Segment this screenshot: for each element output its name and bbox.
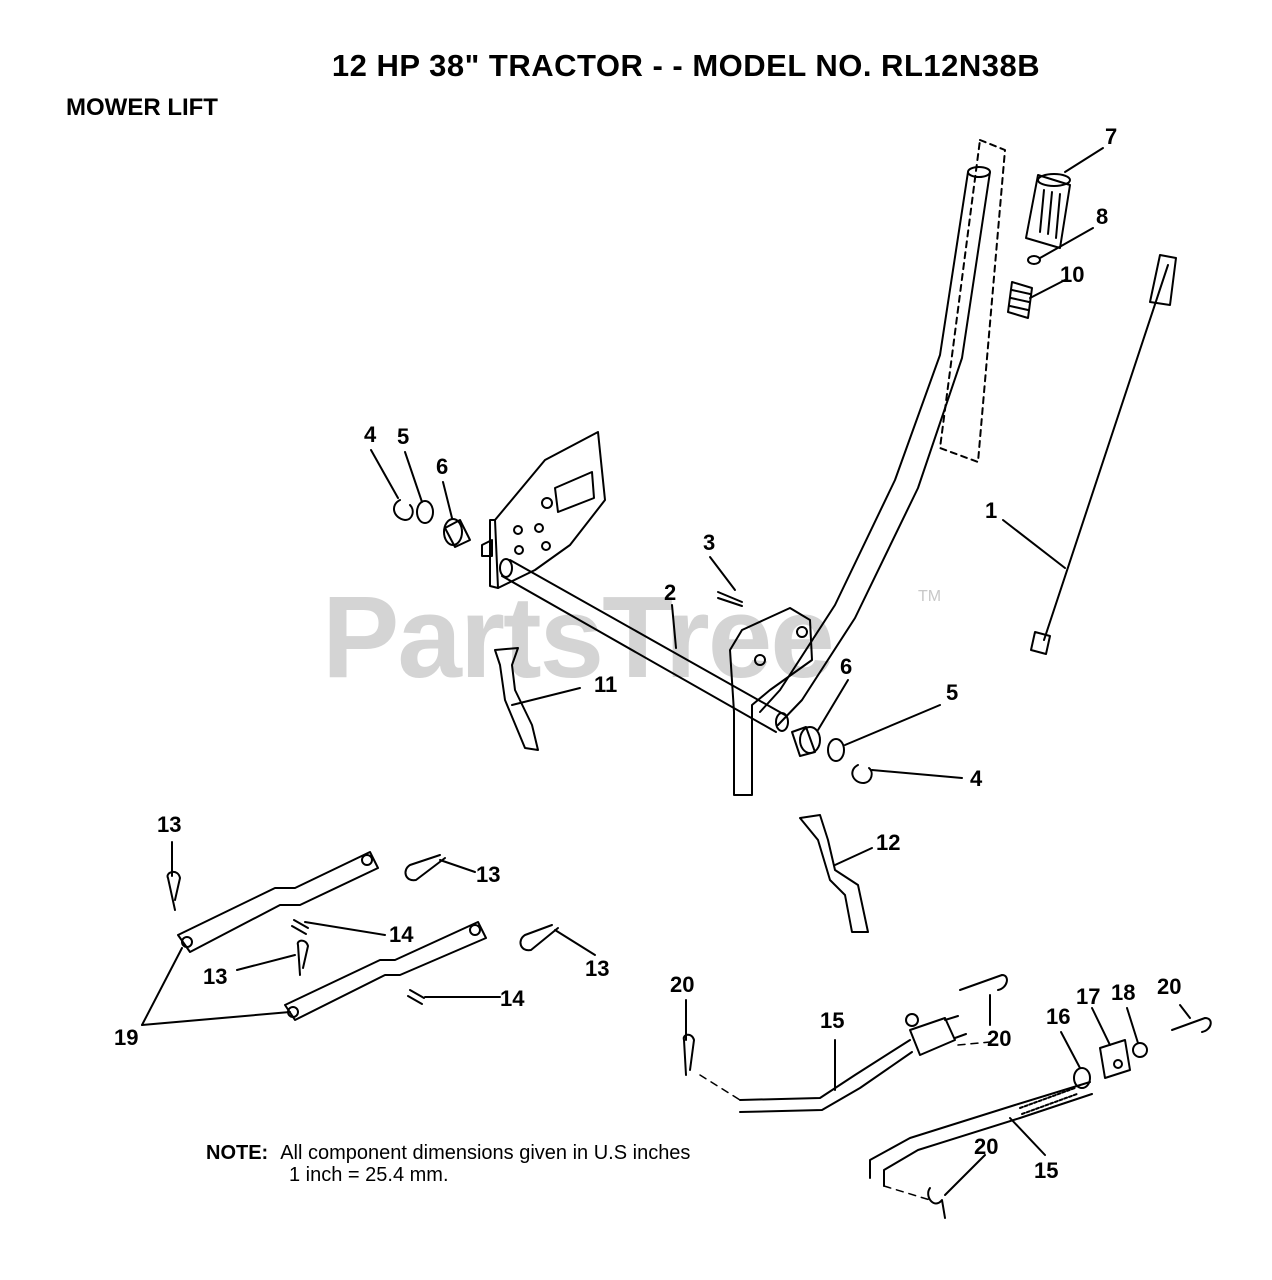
side-plate	[489, 431, 606, 589]
callout-14-b: 14	[500, 986, 525, 1011]
right-shaft-hardware	[791, 726, 873, 784]
callout-19: 19	[114, 1025, 138, 1050]
callout-16: 16	[1046, 1004, 1070, 1029]
note-label: NOTE:	[206, 1142, 269, 1164]
lift-links	[177, 851, 487, 1021]
callout-11: 11	[594, 672, 617, 697]
callout-15-a: 15	[820, 1008, 844, 1033]
lift-arm-12	[799, 814, 869, 933]
cross-shaft	[499, 558, 789, 733]
callout-labels: 7 8 10 1 4 5 6 3 2 11 6 5 4 12 13 13 14 …	[114, 124, 1181, 1183]
watermark-trademark: TM	[918, 588, 942, 605]
callout-18: 18	[1111, 980, 1135, 1005]
adjuster-rod-upper	[739, 1013, 967, 1113]
callout-12: 12	[876, 830, 900, 855]
callout-3: 3	[703, 530, 715, 555]
left-shaft-hardware	[393, 499, 493, 557]
leader-lines	[141, 147, 1191, 1196]
lift-link-rod	[1030, 254, 1177, 655]
callout-13-c: 13	[585, 956, 609, 981]
callout-17: 17	[1076, 984, 1100, 1009]
alignment-lines	[699, 1041, 991, 1201]
callout-7: 7	[1105, 124, 1117, 149]
note-line-2: 1 inch = 25.4 mm.	[289, 1164, 449, 1186]
callout-2: 2	[664, 580, 676, 605]
callout-20-c: 20	[1157, 974, 1181, 999]
handle-grip	[1007, 173, 1071, 319]
callout-5-right: 5	[946, 680, 958, 705]
note-line-1: All component dimensions given in U.S in…	[280, 1142, 691, 1164]
callout-10: 10	[1060, 262, 1084, 287]
diagram-title: 12 HP 38" TRACTOR - - MODEL NO. RL12N38B	[331, 48, 1041, 83]
callout-20-b: 20	[987, 1026, 1011, 1051]
lift-arm-11	[494, 647, 539, 751]
adjuster-rod-lower	[869, 1081, 1093, 1187]
callout-20-a: 20	[670, 972, 694, 997]
pin-3	[717, 591, 743, 607]
callout-6-right: 6	[840, 654, 852, 679]
watermark-logo: PartsTree	[322, 572, 835, 702]
rod-hardware	[1073, 1039, 1148, 1089]
callout-6-left: 6	[436, 454, 448, 479]
callout-14-a: 14	[389, 922, 414, 947]
note-block: NOTE: All component dimensions given in U…	[206, 1142, 690, 1164]
callout-1: 1	[985, 498, 997, 523]
callout-5-left: 5	[397, 424, 409, 449]
pins-14	[291, 919, 425, 1005]
callout-13-b: 13	[476, 862, 500, 887]
callout-13-d: 13	[203, 964, 227, 989]
callout-13-a: 13	[157, 812, 181, 837]
section-title: MOWER LIFT	[66, 94, 218, 121]
callout-8: 8	[1096, 204, 1108, 229]
callout-4-left: 4	[364, 422, 377, 447]
callout-4-right: 4	[970, 766, 983, 791]
rod-clips	[682, 974, 1212, 1219]
callout-20-d: 20	[974, 1134, 998, 1159]
handle-bracket	[729, 607, 813, 796]
lift-handle	[759, 139, 1006, 726]
callout-15-b: 15	[1034, 1158, 1058, 1183]
hairpin-clips	[166, 854, 559, 976]
